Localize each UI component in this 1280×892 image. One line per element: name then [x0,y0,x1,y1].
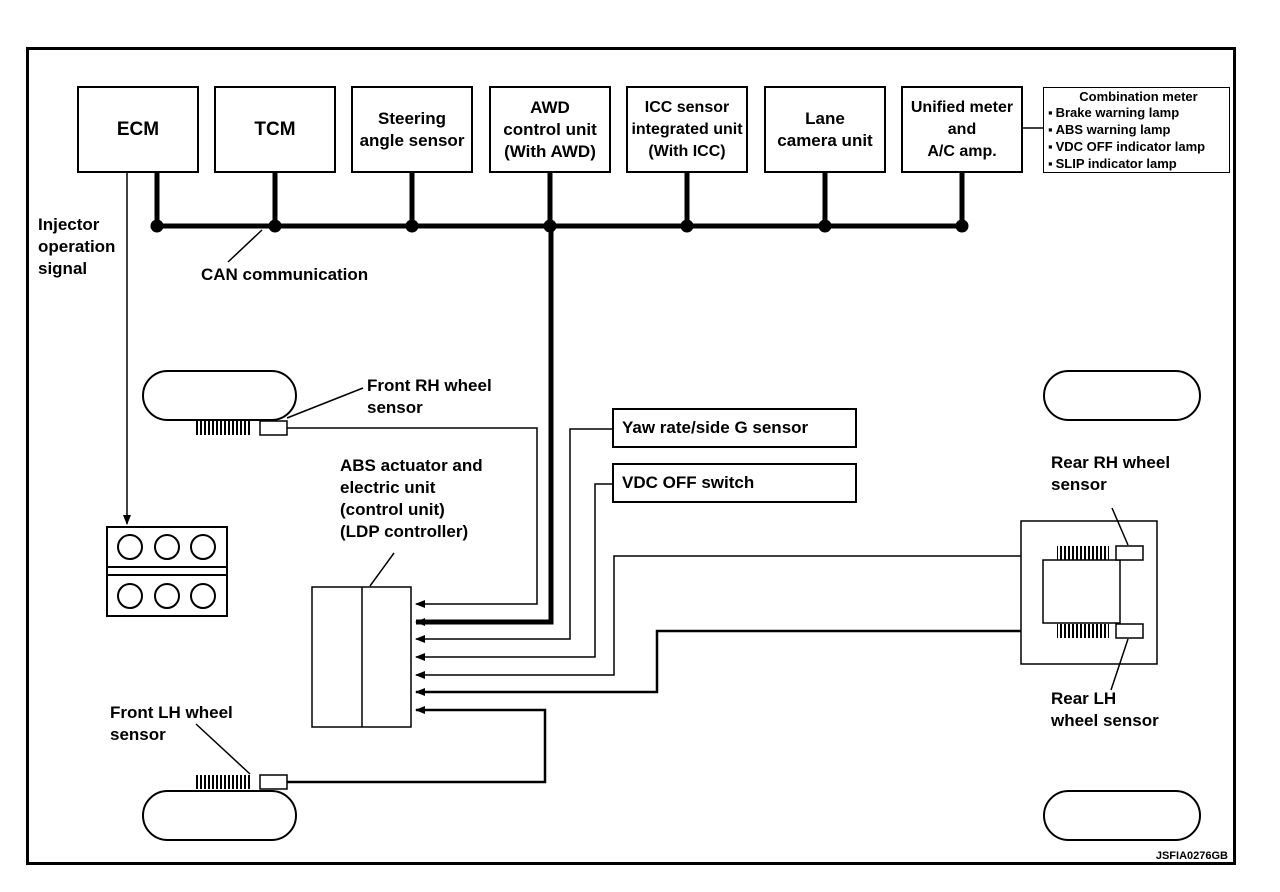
unified-meter-box: Unified meter and A/C amp. [901,86,1023,173]
combination-meter-title: Combination meter [1079,89,1198,104]
ecm-box: ECM [77,86,199,173]
vdc-off-line [415,483,612,661]
vdc-off-switch-box: VDC OFF switch [612,463,857,503]
front-lh-wheel-sensor-label: Front LH wheel sensor [110,703,233,744]
front-rh-wheel-sensor-label: Front RH wheel sensor [367,376,492,417]
ecm-label: ECM [116,118,160,140]
abs-actuator-label: ABS actuator and electric unit (control … [340,456,483,541]
steering-angle-sensor-label: Steering angle sensor [359,108,465,150]
front-lh-wheel-icon [142,790,297,841]
rear-rh-wheel-icon [1043,370,1201,421]
yaw-rate-sensor-label: Yaw rate/side G sensor [622,418,809,437]
rear-lh-sensor-line [415,629,1021,696]
rear-lh-wheel-sensor-label: Rear LH wheel sensor [1051,689,1159,730]
list-item: ABS warning lamp [1048,121,1229,138]
unified-meter-label: Unified meter and A/C amp. [910,98,1014,160]
tcm-label: TCM [254,118,296,140]
tcm-box: TCM [214,86,336,173]
figure-code: JSFIA0276GB [1155,850,1228,862]
awd-control-unit-box: AWD control unit (With AWD) [489,86,611,173]
icc-sensor-unit-label: ICC sensor integrated unit (With ICC) [631,98,743,160]
vdc-off-switch-label: VDC OFF switch [622,473,755,492]
list-item: VDC OFF indicator lamp [1048,138,1229,155]
icc-sensor-unit-box: ICC sensor integrated unit (With ICC) [626,86,748,173]
front-lh-sensor-icon [195,706,547,790]
rear-rh-wheel-sensor-label: Rear RH wheel sensor [1051,453,1171,494]
list-item: SLIP indicator lamp [1048,155,1229,172]
can-communication-label: CAN communication [201,265,369,284]
rear-lh-wheel-icon [1043,790,1201,841]
lane-camera-unit-box: Lane camera unit [764,86,886,173]
can-bus [150,173,969,263]
steering-angle-sensor-box: Steering angle sensor [351,86,473,173]
front-rh-sensor-icon [195,387,538,608]
list-item: Brake warning lamp [1048,104,1229,121]
front-rh-wheel-icon [142,370,297,421]
combination-meter-box: Combination meter Brake warning lamp ABS… [1043,87,1230,173]
abs-actuator-unit-icon [311,552,412,728]
can-line-to-abs [415,226,554,626]
lane-camera-unit-label: Lane camera unit [777,108,873,150]
rear-rh-sensor-line [415,555,1021,679]
awd-control-unit-label: AWD control unit (With AWD) [503,97,597,161]
combination-meter-list: Brake warning lamp ABS warning lamp VDC … [1048,104,1229,172]
yaw-rate-sensor-box: Yaw rate/side G sensor [612,408,857,448]
engine-icon [106,526,228,617]
rear-differential-icon [1020,507,1158,691]
diagram-frame [26,47,1236,865]
injector-signal-label: Injector operation signal [38,214,116,280]
yaw-rate-line [415,428,612,643]
